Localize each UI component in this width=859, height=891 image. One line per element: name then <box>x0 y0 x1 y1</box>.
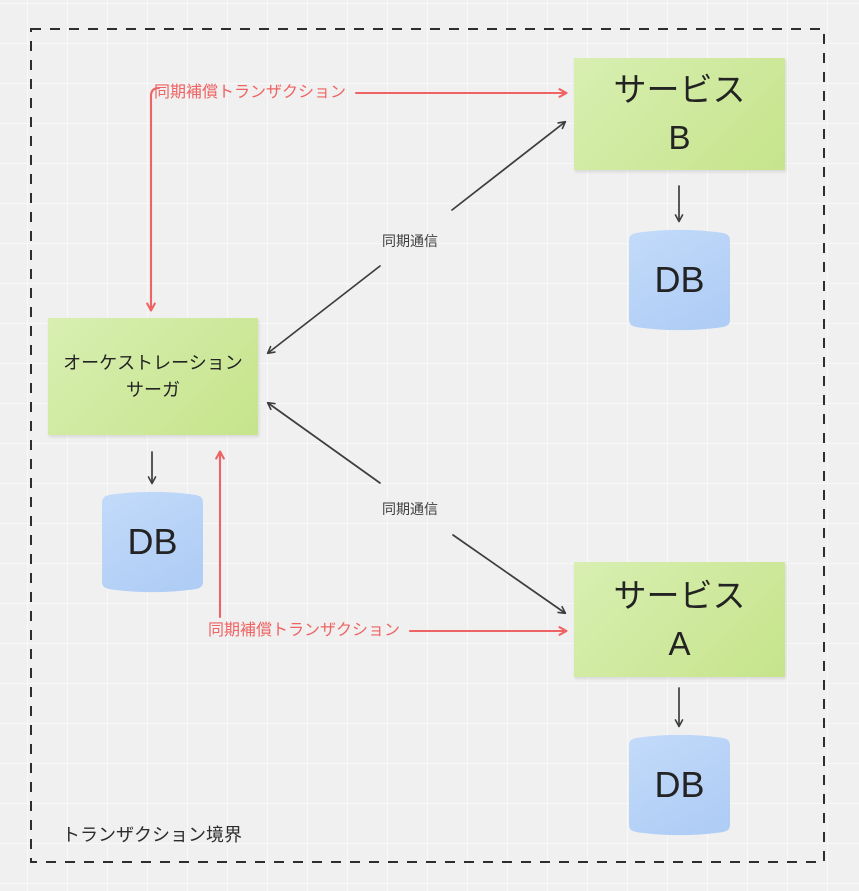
arrow-service-b-to-saga <box>266 265 381 355</box>
sync-communication-label-bottom: 同期通信 <box>382 501 438 517</box>
node-db-service-b[interactable]: DB <box>625 227 734 333</box>
compensation-label-bottom: 同期補償トランザクション <box>208 622 401 639</box>
service-b-label-line1: サービス <box>613 71 746 108</box>
database-cylinder-icon <box>629 229 730 331</box>
db-saga-label: DB <box>127 521 178 562</box>
node-service-a[interactable]: サービス A <box>574 562 785 677</box>
arrow-compensation-to-saga-top <box>151 86 161 310</box>
service-a-label-line2: A <box>668 624 691 662</box>
node-service-b[interactable]: サービス B <box>574 58 785 170</box>
db-b-label: DB <box>654 259 705 300</box>
node-db-service-a[interactable]: DB <box>625 732 734 838</box>
service-b-label-line2: B <box>668 119 691 156</box>
saga-label-line2: サーガ <box>126 379 180 400</box>
db-a-label: DB <box>654 764 705 805</box>
node-orchestration-saga[interactable]: オーケストレーション サーガ <box>48 318 258 435</box>
database-cylinder-icon <box>102 491 203 593</box>
transaction-boundary-label: トランザクション境界 <box>62 825 242 845</box>
service-a-label-line1: サービス <box>613 576 746 614</box>
database-cylinder-icon <box>629 734 730 836</box>
arrow-service-a-to-saga <box>266 401 381 484</box>
saga-label-line1: オーケストレーション <box>63 352 243 373</box>
node-db-saga[interactable]: DB <box>98 489 207 595</box>
arrow-saga-to-service-b <box>451 120 567 211</box>
compensation-label-top: 同期補償トランザクション <box>154 84 347 101</box>
arrow-saga-to-service-a <box>452 534 567 615</box>
sync-communication-label-top: 同期通信 <box>382 233 438 249</box>
